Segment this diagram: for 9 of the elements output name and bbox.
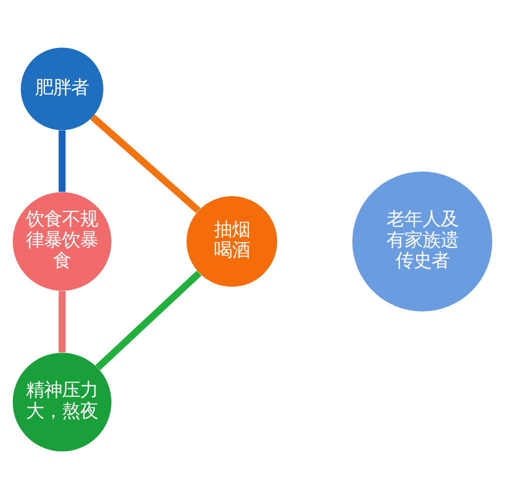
node-circle: 抽烟喝酒 [186, 196, 278, 286]
connector [95, 270, 202, 370]
connector [90, 114, 201, 213]
connector [58, 130, 66, 192]
node-circle: 肥胖者 [20, 47, 104, 130]
connector [58, 290, 66, 352]
node-circle: 老年人及有家族遗传史者 [352, 171, 492, 311]
node-circle: 精神压力大，熬夜 [12, 352, 112, 451]
node-circle: 饮食不规律暴饮暴食 [12, 192, 112, 290]
